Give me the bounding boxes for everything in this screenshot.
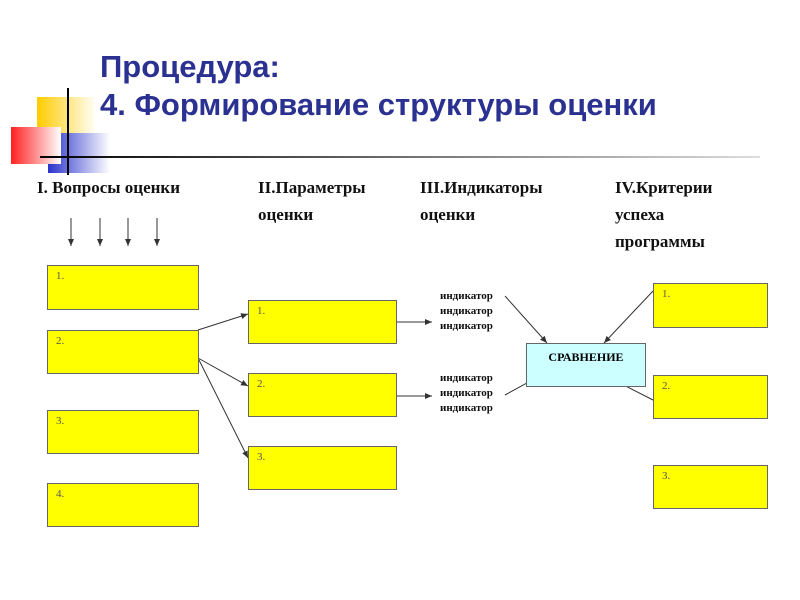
parameter-box-1: 1.	[248, 300, 397, 344]
indicator-group-1: индикатор индикатор индикатор	[440, 289, 493, 334]
col4-header: IV.Критерии успеха программы	[615, 178, 713, 251]
criteria-box-3: 3.	[653, 465, 768, 509]
indicator: индикатор	[440, 402, 493, 414]
comparison-box: СРАВНЕНИЕ	[526, 343, 646, 387]
parameter-box-2: 2.	[248, 373, 397, 417]
red-square	[11, 127, 61, 164]
parameter-box-3: 3.	[248, 446, 397, 490]
question-box-4: 4.	[47, 483, 199, 527]
col2-header: II.Параметры оценки	[258, 178, 366, 224]
criteria-box-2: 2.	[653, 375, 768, 419]
col3-header: III.Индикаторы оценки	[420, 178, 543, 224]
indicator: индикатор	[440, 372, 493, 384]
question-box-3: 3.	[47, 410, 199, 454]
question-box-2: 2.	[47, 330, 199, 374]
indicator: индикатор	[440, 387, 493, 399]
indicator: индикатор	[440, 305, 493, 317]
indicator-group-2: индикатор индикатор индикатор	[440, 371, 493, 416]
question-box-1: 1.	[47, 265, 199, 310]
indicator: индикатор	[440, 290, 493, 302]
title-line2: 4. Формирование структуры оценки	[100, 87, 657, 122]
slide-title: Процедура:4. Формирование структуры оцен…	[100, 48, 657, 124]
title-line1: Процедура:	[100, 49, 280, 84]
col1-header: I. Вопросы оценки	[37, 178, 180, 197]
title-rule	[40, 156, 760, 158]
indicator: индикатор	[440, 320, 493, 332]
criteria-box-1: 1.	[653, 283, 768, 328]
